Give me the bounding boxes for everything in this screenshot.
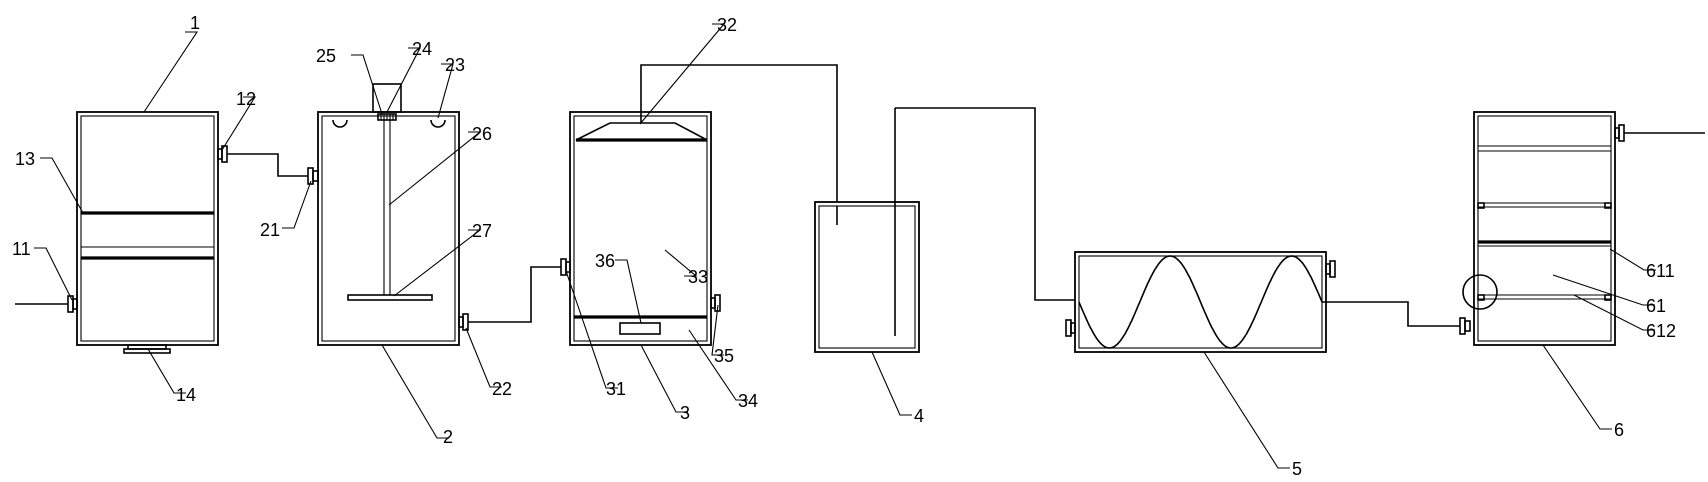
tank-2 [317, 83, 460, 346]
tank-5-heat-exchanger [1074, 251, 1327, 353]
label-26: 26 [472, 124, 492, 144]
drain-14 [123, 344, 171, 354]
label-5: 5 [1292, 459, 1302, 477]
tank-1 [76, 111, 219, 346]
label-25: 25 [316, 46, 336, 66]
outlet-port-35 [710, 294, 721, 312]
label-6: 6 [1614, 420, 1624, 440]
label-61: 61 [1646, 296, 1666, 316]
label-35: 35 [714, 346, 734, 366]
label-11: 11 [12, 239, 31, 259]
pipe-3-to-4 [640, 64, 838, 225]
label-32: 32 [717, 15, 737, 35]
leader-lines [34, 23, 1656, 469]
tank-6 [1462, 111, 1616, 346]
inlet-port-6 [1459, 317, 1471, 335]
inlet-port-11 [15, 295, 78, 313]
pipe-2-to-3 [468, 266, 561, 323]
label-22: 22 [492, 379, 512, 399]
label-27: 27 [472, 221, 492, 241]
label-1: 1 [190, 13, 200, 33]
label-12: 12 [236, 89, 256, 109]
inlet-port-21 [307, 167, 319, 185]
label-611: 611 [1646, 261, 1675, 281]
port-5-right [1325, 260, 1336, 278]
label-23: 23 [445, 55, 465, 75]
inlet-port-31 [560, 258, 571, 276]
outlet-port-6 [1614, 124, 1705, 142]
tank-4 [814, 108, 920, 353]
pipe-1-to-2 [227, 153, 308, 177]
label-36: 36 [595, 251, 615, 271]
pipe-4-to-5 [895, 107, 1075, 301]
tank-3 [569, 111, 712, 346]
label-14: 14 [176, 385, 196, 405]
port-5-left [1065, 319, 1076, 337]
label-34: 34 [738, 391, 758, 411]
label-612: 612 [1646, 321, 1676, 341]
label-3: 3 [680, 403, 690, 423]
label-13: 13 [15, 149, 35, 169]
label-21: 21 [260, 220, 280, 240]
component-labels: 1 12 13 11 14 24 25 23 26 27 21 2 22 32 … [12, 13, 1676, 479]
label-24: 24 [412, 39, 432, 59]
label-2: 2 [443, 427, 453, 447]
label-33: 33 [688, 267, 708, 287]
label-4: 4 [914, 406, 924, 426]
label-31: 31 [606, 379, 626, 399]
outlet-port-22 [458, 313, 469, 331]
pipe-5-to-6 [1322, 301, 1460, 327]
